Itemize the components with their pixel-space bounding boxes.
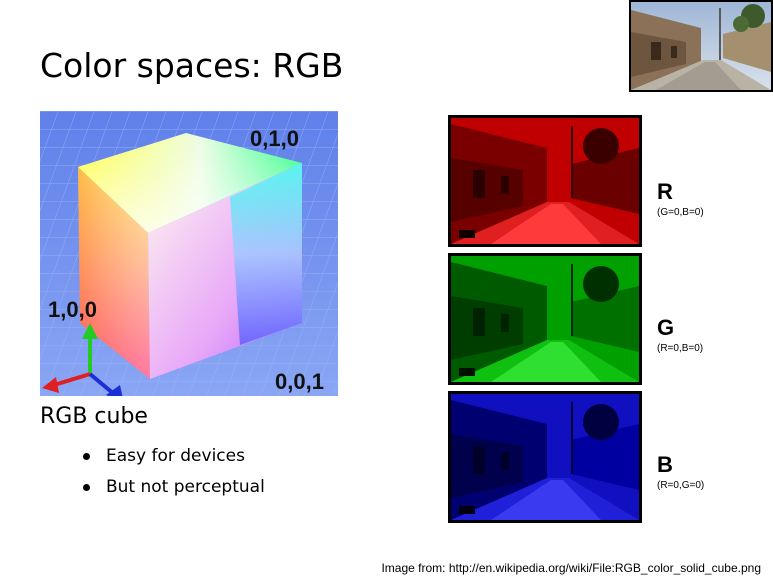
cube-label-red: 1,0,0 bbox=[48, 297, 97, 322]
bullet-list: Easy for devices But not perceptual bbox=[80, 444, 265, 506]
street-photo-thumbnail bbox=[629, 0, 773, 92]
bullet-icon bbox=[83, 453, 90, 460]
rgb-cube-figure: 0,1,0 1,0,0 0,0,1 bbox=[40, 111, 338, 396]
channel-letter-g: G bbox=[657, 315, 675, 340]
cube-label-blue: 0,0,1 bbox=[275, 369, 324, 394]
slide-title: Color spaces: RGB bbox=[40, 46, 344, 85]
bullet-icon bbox=[83, 484, 90, 491]
list-item: But not perceptual bbox=[80, 475, 265, 506]
channel-letter-r: R bbox=[657, 179, 673, 204]
bullet-text: But not perceptual bbox=[106, 477, 265, 497]
green-channel-image bbox=[448, 253, 642, 385]
cube-label-green: 0,1,0 bbox=[250, 126, 299, 151]
bullet-text: Easy for devices bbox=[106, 446, 245, 466]
blue-channel-image bbox=[448, 391, 642, 523]
channel-note-r: (G=0,B=0) bbox=[657, 207, 704, 218]
image-source-note: Image from: http://en.wikipedia.org/wiki… bbox=[381, 561, 761, 575]
list-item: Easy for devices bbox=[80, 444, 265, 475]
red-channel-image bbox=[448, 115, 642, 247]
channel-letter-b: B bbox=[657, 452, 673, 477]
channel-note-b: (R=0,G=0) bbox=[657, 480, 705, 491]
channel-note-g: (R=0,B=0) bbox=[657, 343, 704, 354]
rgb-cube-illustration bbox=[40, 111, 338, 396]
rgb-cube-caption: RGB cube bbox=[40, 404, 148, 429]
cube-axes bbox=[42, 323, 123, 396]
